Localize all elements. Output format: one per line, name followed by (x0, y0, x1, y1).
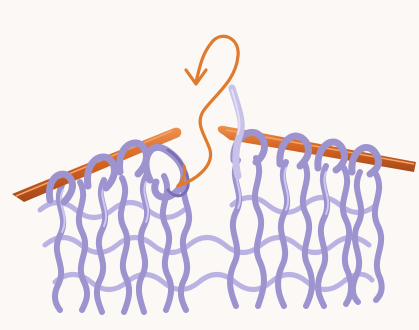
direction-arrow (178, 36, 238, 186)
stitch-column (121, 178, 129, 312)
stitch-column (255, 158, 264, 306)
stitch-column (375, 174, 382, 300)
knitted-fabric (40, 158, 382, 312)
